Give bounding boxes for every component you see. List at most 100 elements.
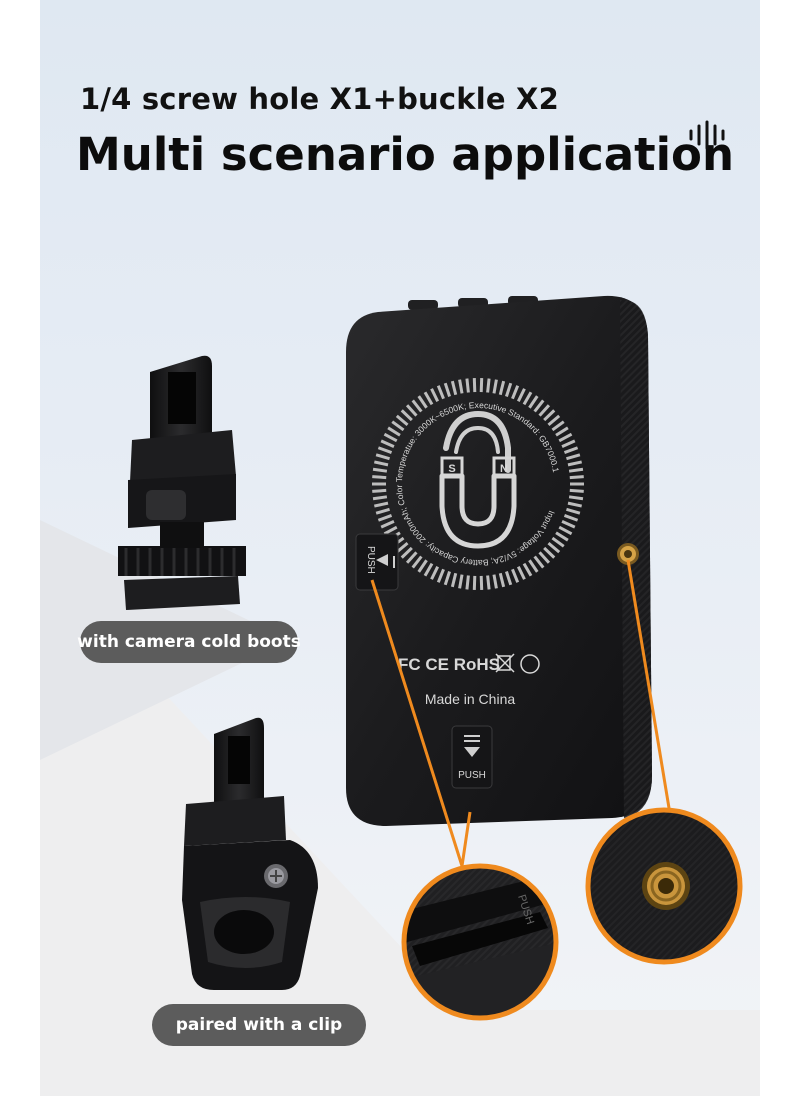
ring-tick [465,575,470,590]
ring-tick [538,404,551,417]
made-in-label: Made in China [425,691,515,707]
ring-tick [516,388,526,402]
bottom-push-label: PUSH [458,770,486,781]
ring-tick [561,520,576,529]
ring-tick [395,541,409,554]
ring-tick [566,507,581,515]
ring-tick [405,404,418,417]
clip-label: paired with a clip [152,1004,366,1046]
device-button [408,300,438,310]
ring-tick [458,574,464,589]
ring-tick [505,571,513,586]
ring-tick [465,378,470,393]
page-title: Multi scenario application [76,128,734,181]
ring-tick [547,414,561,427]
ring-tick [566,453,581,461]
certification-marks: FC CE RoHS [398,655,500,674]
side-push-label: PUSH [365,546,376,574]
ring-tick [417,559,428,573]
ring-tick [443,571,451,586]
ring-tick [492,574,498,589]
ring-tick [555,426,569,437]
ring-tick [443,382,451,397]
bottom-push-button: PUSH [451,725,493,789]
ring-tick [450,380,458,396]
ring-tick [372,488,387,493]
ring-tick [374,501,389,508]
ring-tick [569,488,584,493]
ring-tick [417,395,428,409]
hand-symbol-icon [520,654,540,674]
ring-tick [563,514,579,522]
ring-tick [567,501,582,508]
ring-tick [430,566,440,580]
ring-tick [568,467,584,473]
ring-tick [505,382,513,397]
ring-tick [372,475,387,480]
ring-tick [486,378,491,393]
ring-tick [450,572,458,588]
ring-tick [543,409,556,422]
ring-tick [430,388,440,402]
ring-tick [377,514,393,522]
ring-tick [380,520,395,529]
ring-tick [391,420,405,432]
ring-tick [569,475,584,480]
ring-tick [528,395,539,409]
closeup-slot: PUSH [401,863,559,1021]
ring-tick [528,559,539,573]
ring-tick [423,562,434,577]
ring-tick [511,385,520,400]
ring-tick [567,460,582,467]
ring-tick [551,536,565,548]
screw-hole [617,543,639,565]
ring-tick [498,380,506,396]
ring-tick [511,568,520,583]
ring-tick [561,439,576,448]
recycle-bin-icon [495,653,515,673]
ring-tick [436,385,445,400]
ring-tick [558,432,573,443]
ring-tick [458,379,464,394]
sound-wave-icon [689,120,725,150]
ring-tick [395,414,409,427]
ring-tick [547,541,561,554]
ring-tick [492,379,498,394]
ring-tick [498,572,506,588]
ring-tick [372,467,388,473]
ring-tick [372,495,388,501]
magnet-pole-s: S [448,463,455,475]
ring-tick [516,566,526,580]
ring-tick [380,439,395,448]
ring-tick [538,551,551,564]
ring-tick [423,391,434,406]
ring-tick [411,399,423,413]
ring-tick [411,555,423,569]
cold-boot-label: with camera cold boots [77,621,301,663]
ring-tick [377,446,393,454]
ring-tick [522,391,533,406]
ring-tick [551,420,565,432]
ring-tick [563,446,579,454]
ring-tick [522,562,533,577]
ring-tick [486,575,491,590]
ring-tick [533,555,545,569]
magnet-pole-n: N [500,463,508,475]
subtitle: 1/4 screw hole X1+buckle X2 [80,82,559,116]
ring-tick [405,551,418,564]
ring-tick [436,568,445,583]
ring-tick [375,507,390,515]
ring-tick [374,460,389,467]
side-push-button: PUSH [355,533,399,591]
ring-tick [375,453,390,461]
ring-tick [400,409,413,422]
ring-tick [558,525,573,536]
ring-tick [568,495,584,501]
ring-tick [387,426,401,437]
ring-tick [543,546,556,559]
ring-tick [383,432,398,443]
